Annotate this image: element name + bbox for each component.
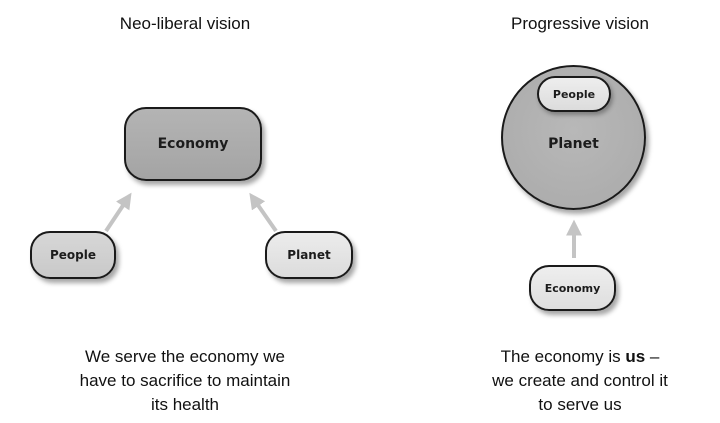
neoliberal-caption-line-3: its health [150,395,220,414]
neoliberal-caption-line-1: We serve the economy we [85,347,285,366]
people-node: People [30,231,116,279]
progressive-heading: Progressive vision [511,14,649,33]
planet-node: Planet [265,231,353,279]
people-inner-label: People [552,87,596,101]
neoliberal-caption-line-2: have to sacrifice to maintain [79,371,291,390]
neoliberal-heading: Neo-liberal vision [119,14,251,33]
arrow-planet-to-economy [249,192,278,233]
progressive-caption-line-1: The economy is us – [460,345,700,369]
caption-suffix: – [645,347,660,366]
arrow-people-to-economy [104,192,132,233]
economy-small-node: Economy [529,265,616,311]
economy-small-label: Economy [544,281,601,295]
progressive-caption: The economy is us – we create and contro… [460,345,700,417]
neoliberal-caption: We serve the economy we have to sacrific… [50,345,320,417]
people-inner-node: People [537,76,611,112]
economy-node-label: Economy [157,136,229,152]
planet-node-label: Planet [287,248,331,262]
progressive-caption-line-3: to serve us [538,395,622,414]
progressive-caption-line-2: we create and control it [492,371,668,390]
caption-emphasis: us [625,347,646,366]
caption-prefix: The economy is [500,347,626,366]
economy-node: Economy [124,107,262,181]
people-node-label: People [49,248,97,262]
planet-circle-label: Planet [548,135,599,152]
